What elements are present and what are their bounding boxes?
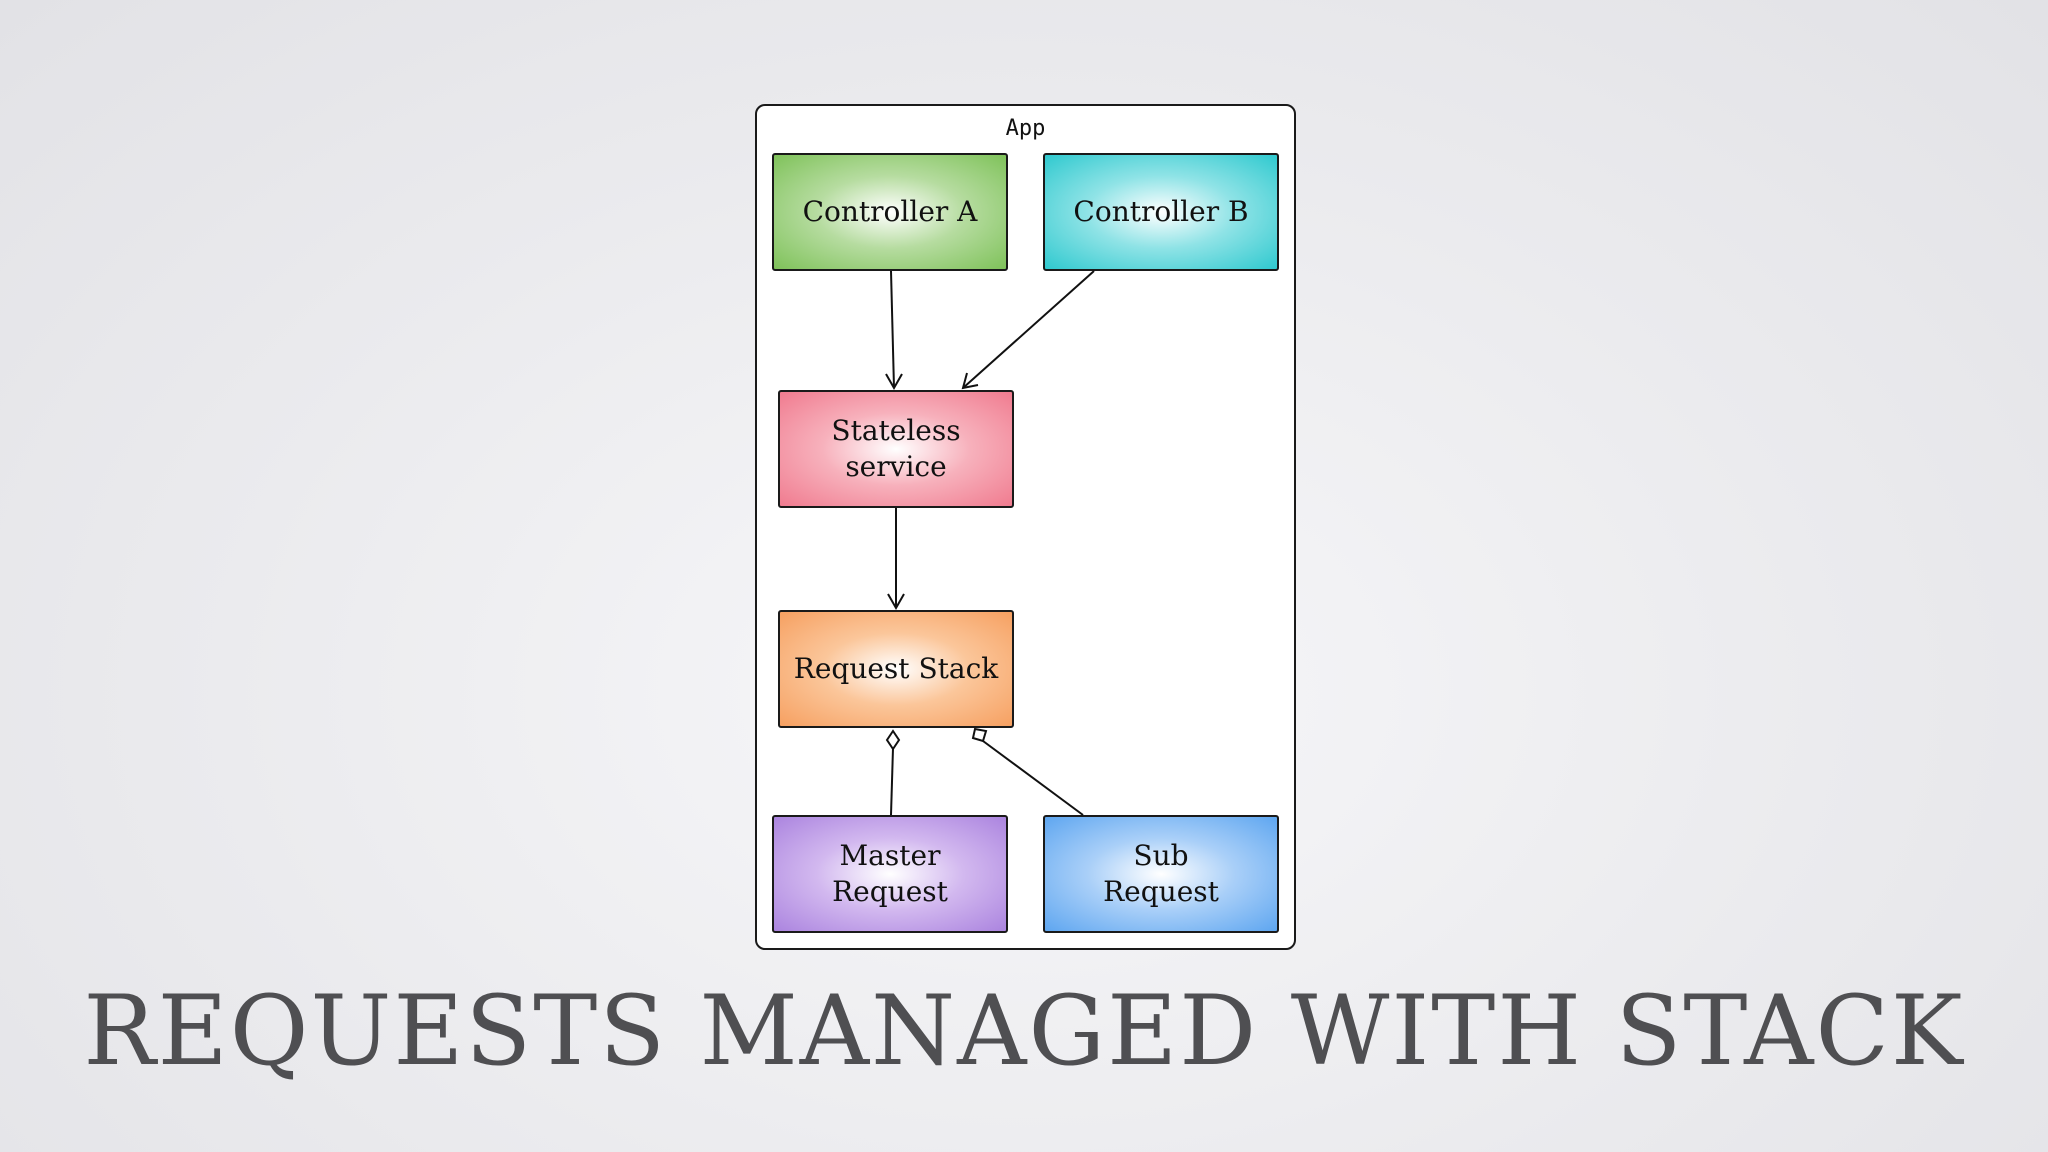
- sub-request-node: Sub Request: [1043, 815, 1279, 933]
- app-label: App: [1005, 116, 1046, 141]
- slide-title: REQUESTS MANAGED WITH STACK: [83, 975, 1965, 1087]
- master-request-node: Master Request: [772, 815, 1008, 933]
- stateless-service-node: Stateless service: [778, 390, 1014, 508]
- request-stack-node: Request Stack: [778, 610, 1014, 728]
- controller-b-node: Controller B: [1043, 153, 1279, 271]
- controller-a-node: Controller A: [772, 153, 1008, 271]
